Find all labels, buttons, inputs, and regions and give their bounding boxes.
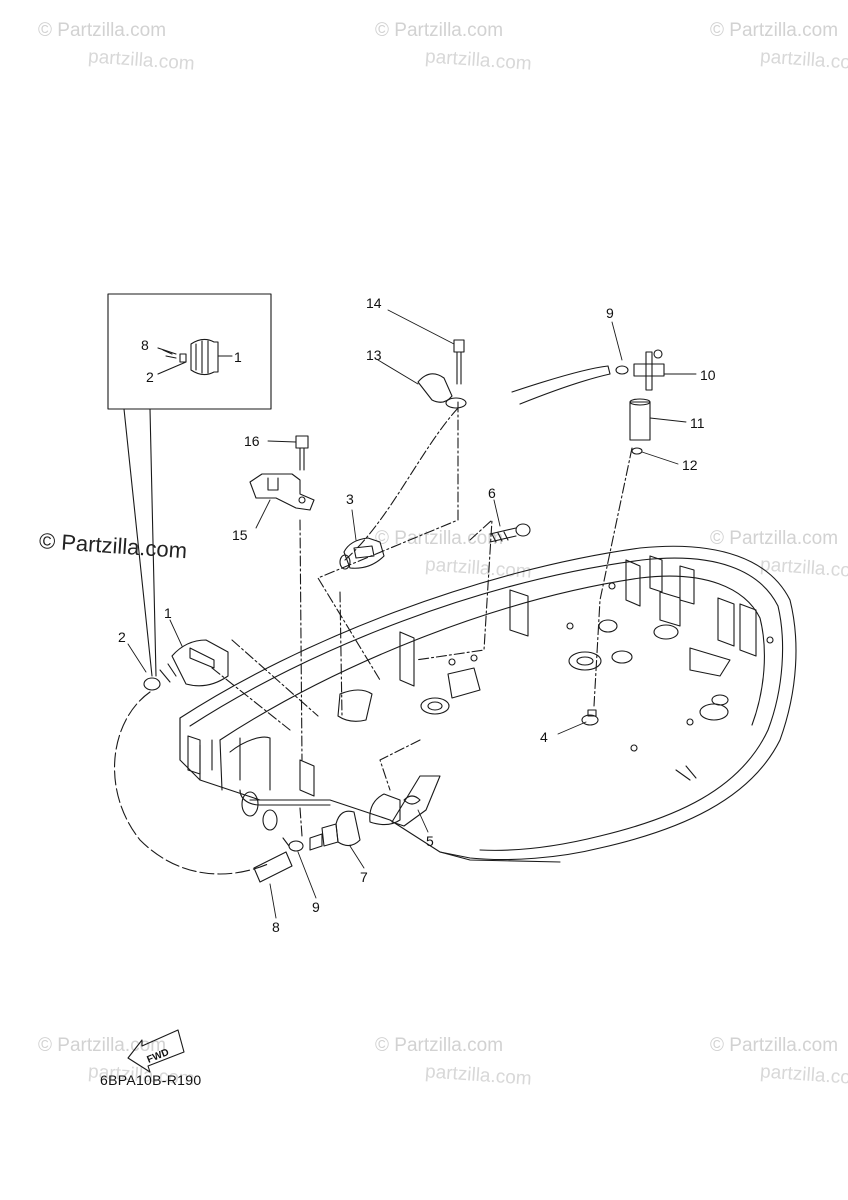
part-13-bracket xyxy=(417,373,467,409)
part-15-plate xyxy=(249,473,315,511)
watermark-top-right: © Partzilla.com xyxy=(710,20,839,41)
diagram-code: 6BPA10B-R190 xyxy=(100,1072,202,1088)
callout-13: 13 xyxy=(366,347,382,363)
lower-cowling xyxy=(179,545,797,863)
part-4-plug xyxy=(581,709,599,726)
part-14-bolt xyxy=(453,339,465,385)
callout-9-lower: 9 xyxy=(312,899,320,915)
water-hose xyxy=(113,691,269,875)
callout-5: 5 xyxy=(426,833,434,849)
callout-10: 10 xyxy=(700,367,716,383)
part-12-washer xyxy=(631,447,643,455)
callout-15: 15 xyxy=(232,527,248,543)
inset-detail-box xyxy=(107,293,272,410)
part-9-clip-lower xyxy=(282,837,304,852)
callout-12: 12 xyxy=(682,457,698,473)
upper-hose xyxy=(511,365,609,393)
inset-leader-right xyxy=(149,408,157,677)
part-10-tee-joint xyxy=(633,349,665,391)
callout-2: 2 xyxy=(118,629,126,645)
part-16-bolt xyxy=(295,435,309,471)
watermark-top-center: © Partzilla.com xyxy=(375,20,504,41)
callout-11: 11 xyxy=(690,415,705,431)
callout-3: 3 xyxy=(346,491,354,507)
part-2-clip xyxy=(143,677,161,691)
inset-label-1: 1 xyxy=(234,349,242,365)
watermark-bottom-center: © Partzilla.com xyxy=(375,1035,504,1056)
inset-label-8: 8 xyxy=(141,337,149,353)
callout-7: 7 xyxy=(360,869,368,885)
fwd-label: FWD xyxy=(146,1047,171,1066)
watermark-bottom-right: © Partzilla.com xyxy=(710,1035,839,1056)
callout-1: 1 xyxy=(164,605,172,621)
fwd-arrow xyxy=(127,1029,185,1073)
callout-9-top: 9 xyxy=(606,305,614,321)
callout-6: 6 xyxy=(488,485,496,501)
part-7-fitting xyxy=(309,810,361,851)
inset-connector-icon xyxy=(162,338,219,376)
leader-lines xyxy=(127,309,697,919)
callout-14: 14 xyxy=(366,295,382,311)
part-6-screw xyxy=(489,523,531,543)
part-1-connector xyxy=(159,639,229,687)
part-11-tube xyxy=(629,398,651,441)
part-3-grommet xyxy=(339,537,385,570)
inset-leader-left xyxy=(123,408,153,677)
inset-label-2: 2 xyxy=(146,369,154,385)
callout-4: 4 xyxy=(540,729,548,745)
watermark-mid-center: © Partzilla.com xyxy=(375,528,504,549)
part-9-clip-top xyxy=(615,365,629,375)
watermark-top-left: © Partzilla.com xyxy=(38,20,167,41)
part-5-adapter xyxy=(369,775,441,827)
routing-lines xyxy=(211,401,633,837)
callout-16: 16 xyxy=(244,433,260,449)
watermark-mid-right: © Partzilla.com xyxy=(710,528,839,549)
callout-8: 8 xyxy=(272,919,280,935)
